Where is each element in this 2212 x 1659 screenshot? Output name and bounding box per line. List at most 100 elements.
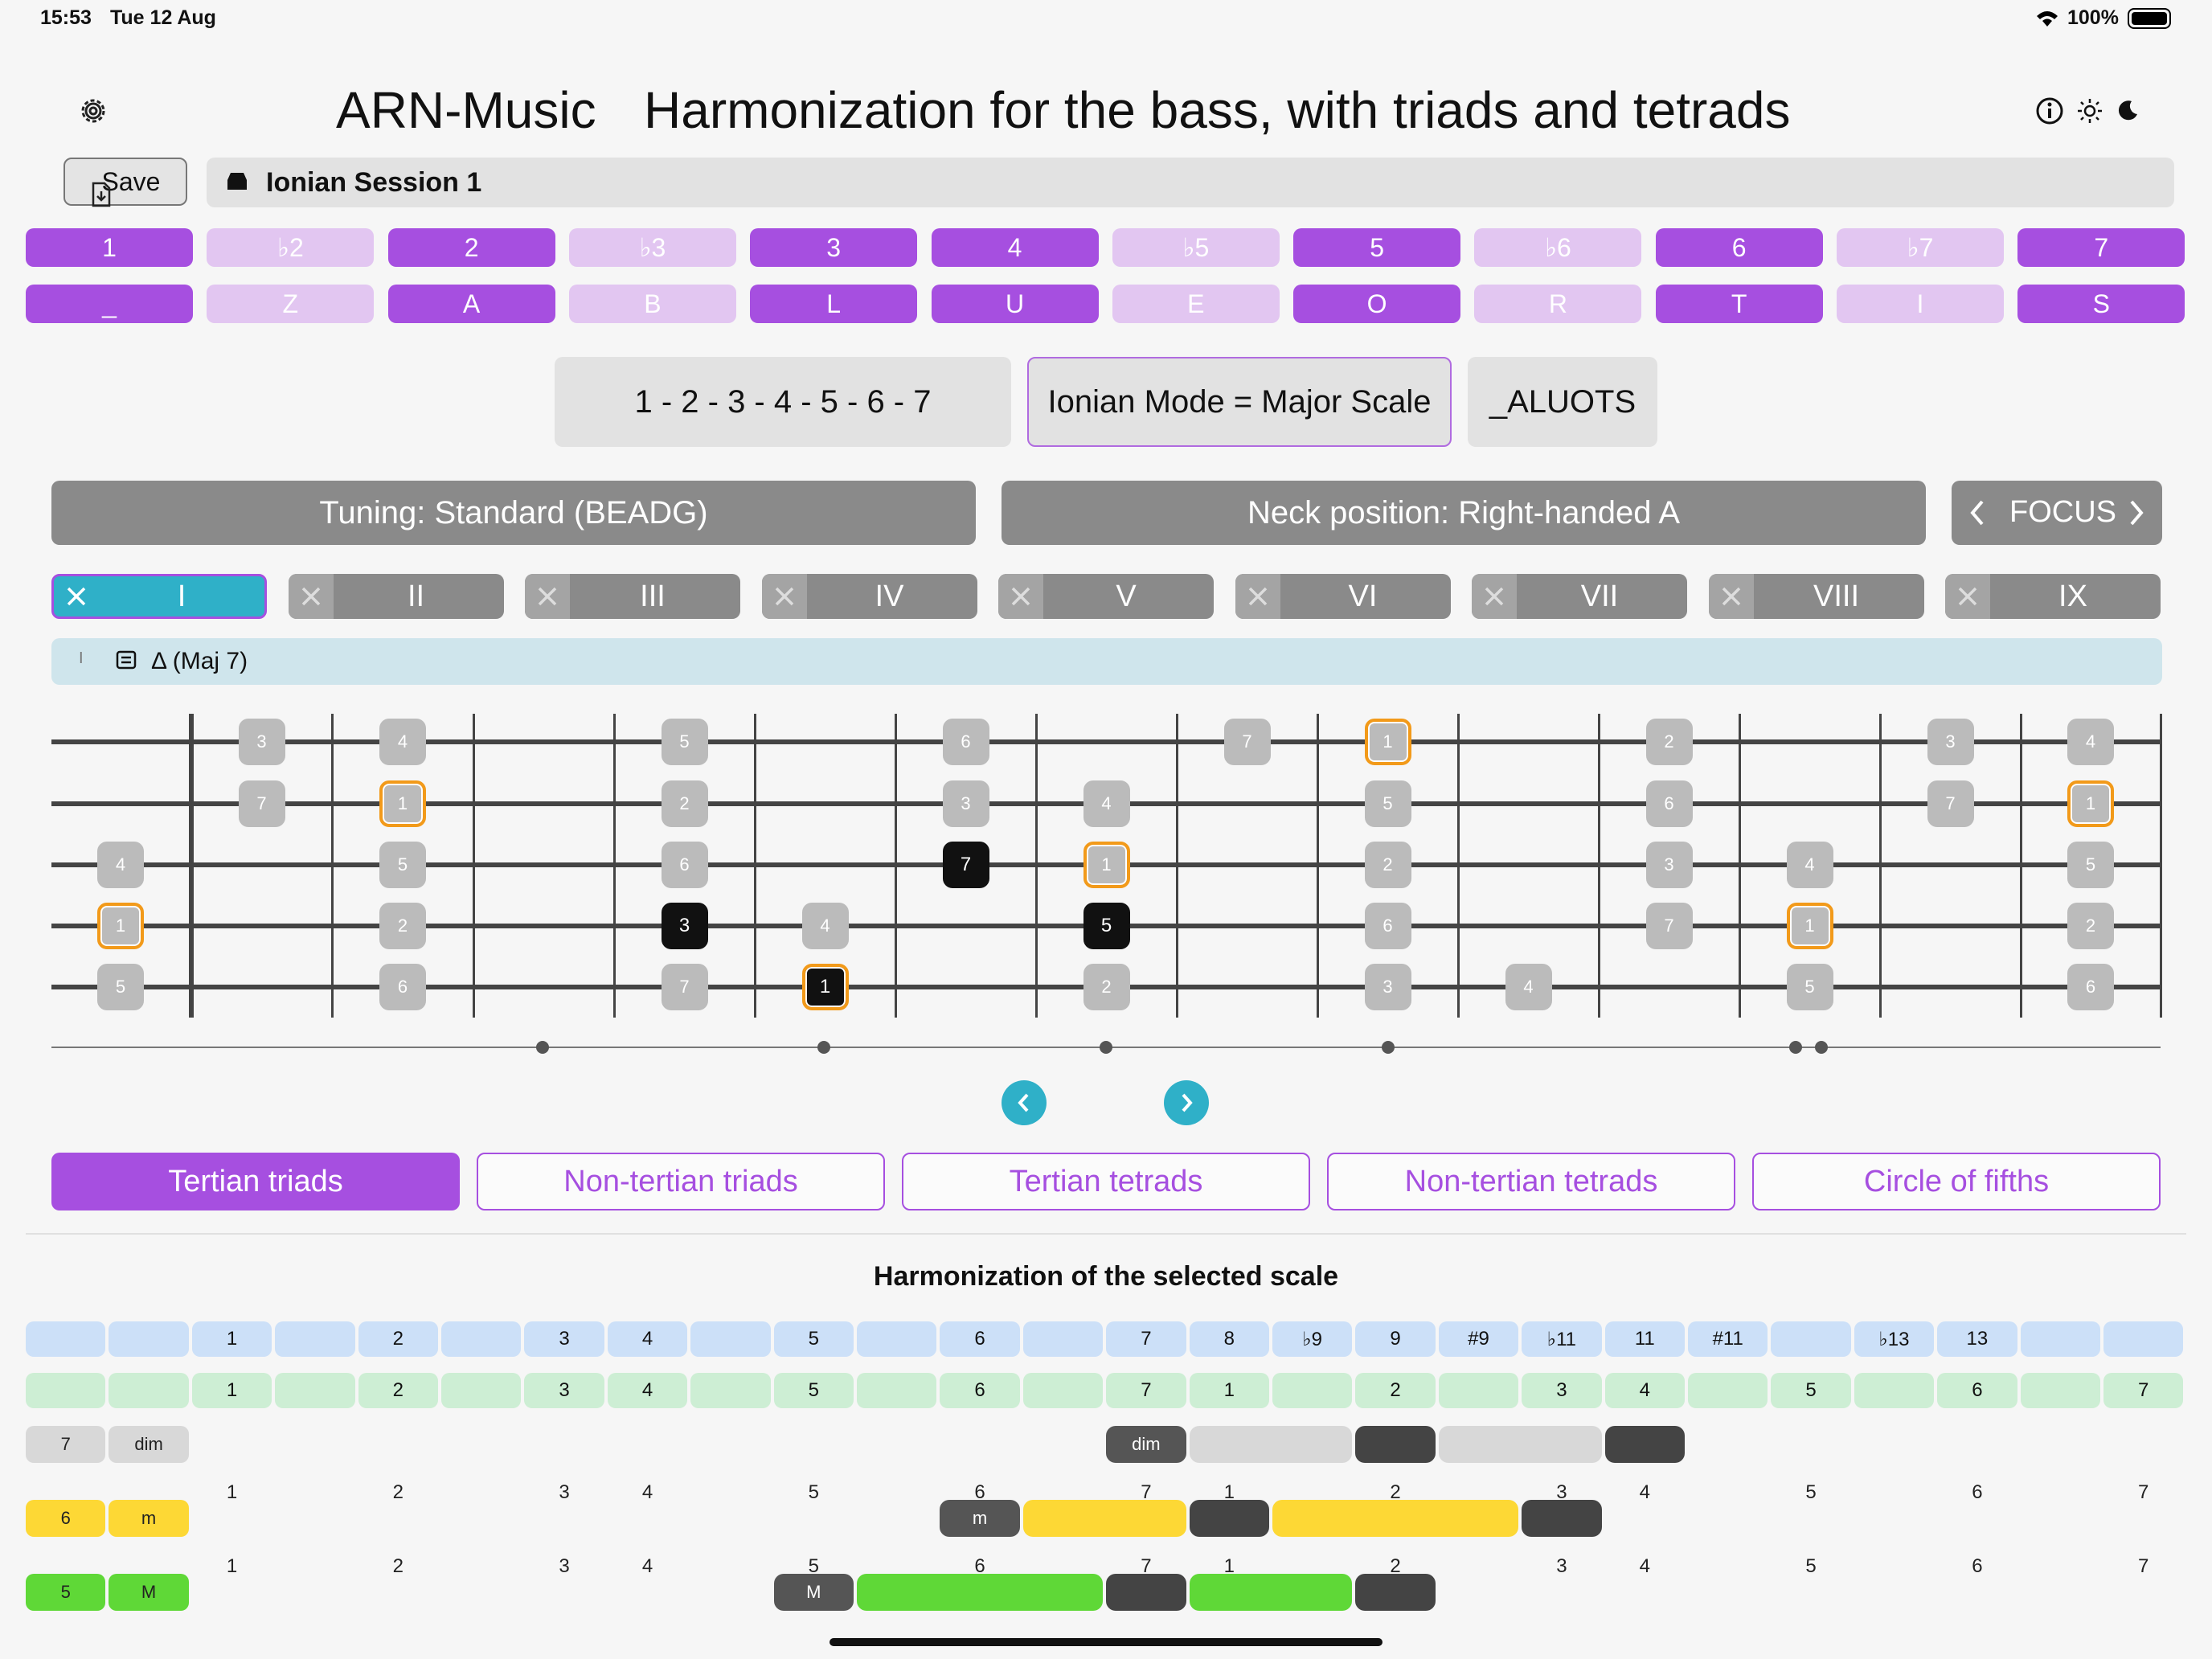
fret-note[interactable]: 3 (1927, 719, 1974, 765)
degree-letter-6[interactable]: U (931, 285, 1099, 323)
remove-chord-icon[interactable] (998, 574, 1043, 619)
harmonization-tab-4[interactable]: Non-tertian tetrads (1327, 1153, 1735, 1210)
scale-formula[interactable]: 1 - 2 - 3 - 4 - 5 - 6 - 7 (555, 357, 1011, 447)
fret-note[interactable]: 6 (379, 964, 426, 1010)
fret-note[interactable]: 5 (1364, 780, 1411, 827)
fret-note[interactable]: 7 (238, 780, 285, 827)
fret-note[interactable]: 5 (661, 719, 708, 765)
fret-note[interactable]: 6 (1645, 780, 1693, 827)
fret-note[interactable]: 7 (1927, 780, 1974, 827)
degree-letter-7[interactable]: E (1112, 285, 1280, 323)
chord-tab-IV[interactable]: IV (761, 574, 977, 619)
degree-number-11[interactable]: ♭7 (1837, 228, 2004, 267)
chord-tab-II[interactable]: II (288, 574, 504, 619)
chord-tab-III[interactable]: III (525, 574, 740, 619)
save-button[interactable]: Save (63, 158, 187, 207)
degree-letter-12[interactable]: S (2017, 285, 2185, 323)
fret-note[interactable]: 7 (661, 964, 708, 1010)
chord-tab-VI[interactable]: VI (1235, 574, 1451, 619)
remove-chord-icon[interactable] (1235, 574, 1280, 619)
fret-note[interactable]: 3 (1364, 964, 1411, 1010)
degree-letter-1[interactable]: _ (26, 285, 193, 323)
degree-number-2[interactable]: ♭2 (207, 228, 375, 267)
fretboard-prev-button[interactable] (1002, 1080, 1047, 1125)
fret-note[interactable]: 6 (2067, 964, 2114, 1010)
degree-letter-9[interactable]: R (1474, 285, 1642, 323)
degree-letter-11[interactable]: I (1837, 285, 2004, 323)
degree-number-10[interactable]: 6 (1655, 228, 1823, 267)
degree-letter-4[interactable]: B (568, 285, 736, 323)
fret-note[interactable]: 7 (1223, 719, 1271, 765)
chord-tab-I[interactable]: I (51, 574, 267, 619)
degree-number-6[interactable]: 4 (931, 228, 1099, 267)
harmonization-tab-1[interactable]: Tertian triads (51, 1153, 460, 1210)
fret-note[interactable]: 2 (379, 903, 426, 949)
degree-letter-10[interactable]: T (1655, 285, 1823, 323)
degree-number-5[interactable]: 3 (750, 228, 918, 267)
degree-number-1[interactable]: 1 (26, 228, 193, 267)
degree-number-3[interactable]: 2 (387, 228, 555, 267)
fret-note[interactable]: 2 (1083, 964, 1130, 1010)
scale-mode[interactable]: Ionian Mode = Major Scale (1027, 357, 1452, 447)
fret-note[interactable]: 4 (2067, 719, 2114, 765)
fret-note[interactable]: 1 (801, 964, 849, 1010)
fret-note[interactable]: 1 (1364, 719, 1411, 765)
fret-note[interactable]: 6 (1364, 903, 1411, 949)
degree-number-12[interactable]: 7 (2017, 228, 2185, 267)
fret-note[interactable]: 5 (379, 842, 426, 888)
chord-tab-IX[interactable]: IX (1945, 574, 2161, 619)
remove-chord-icon[interactable] (1945, 574, 1990, 619)
degree-number-7[interactable]: ♭5 (1112, 228, 1280, 267)
fret-note[interactable]: 3 (661, 903, 708, 949)
fret-note[interactable]: 5 (1786, 964, 1833, 1010)
fret-note[interactable]: 5 (1083, 903, 1130, 949)
fret-note[interactable]: 1 (379, 780, 426, 827)
fret-note[interactable]: 4 (1786, 842, 1833, 888)
fret-note[interactable]: 1 (2067, 780, 2114, 827)
remove-chord-icon[interactable] (761, 574, 807, 619)
harmonization-tab-5[interactable]: Circle of fifths (1752, 1153, 2161, 1210)
fret-note[interactable]: 5 (97, 964, 144, 1010)
fret-note[interactable]: 1 (1083, 842, 1130, 888)
harmonization-tab-2[interactable]: Non-tertian triads (477, 1153, 885, 1210)
fret-note[interactable]: 7 (942, 842, 989, 888)
degree-letter-3[interactable]: A (387, 285, 555, 323)
fret-note[interactable]: 3 (238, 719, 285, 765)
fret-note[interactable]: 4 (97, 842, 144, 888)
fret-note[interactable]: 4 (1083, 780, 1130, 827)
degree-letter-5[interactable]: L (750, 285, 918, 323)
degree-number-4[interactable]: ♭3 (568, 228, 736, 267)
fret-note[interactable]: 6 (661, 842, 708, 888)
harmonization-tab-3[interactable]: Tertian tetrads (902, 1153, 1310, 1210)
degree-letter-8[interactable]: O (1293, 285, 1461, 323)
fret-note[interactable]: 3 (1645, 842, 1693, 888)
fret-note[interactable]: 7 (1645, 903, 1693, 949)
fret-note[interactable]: 2 (2067, 903, 2114, 949)
tuning-button[interactable]: Tuning: Standard (BEADG) (51, 481, 976, 545)
fret-note[interactable]: 6 (942, 719, 989, 765)
fret-note[interactable]: 4 (379, 719, 426, 765)
fret-note[interactable]: 4 (801, 903, 849, 949)
chord-tab-VII[interactable]: VII (1472, 574, 1687, 619)
fret-note[interactable]: 1 (1786, 903, 1833, 949)
fret-note[interactable]: 5 (2067, 842, 2114, 888)
fret-note[interactable]: 2 (661, 780, 708, 827)
degree-letter-2[interactable]: Z (207, 285, 375, 323)
chord-tab-VIII[interactable]: VIII (1708, 574, 1924, 619)
remove-chord-icon[interactable] (1708, 574, 1754, 619)
chord-tab-V[interactable]: V (998, 574, 1214, 619)
remove-chord-icon[interactable] (54, 576, 99, 616)
fretboard-next-button[interactable] (1164, 1080, 1209, 1125)
fret-note[interactable]: 4 (1505, 964, 1552, 1010)
degree-number-8[interactable]: 5 (1293, 228, 1461, 267)
fret-note[interactable]: 2 (1645, 719, 1693, 765)
session-field[interactable]: Ionian Session 1 (207, 158, 2174, 207)
scale-code[interactable]: _ALUOTS (1468, 357, 1657, 447)
fret-note[interactable]: 3 (942, 780, 989, 827)
remove-chord-icon[interactable] (1472, 574, 1517, 619)
degree-number-9[interactable]: ♭6 (1474, 228, 1642, 267)
remove-chord-icon[interactable] (525, 574, 570, 619)
neck-position-button[interactable]: Neck position: Right-handed A (1002, 481, 1926, 545)
fret-note[interactable]: 2 (1364, 842, 1411, 888)
remove-chord-icon[interactable] (288, 574, 334, 619)
